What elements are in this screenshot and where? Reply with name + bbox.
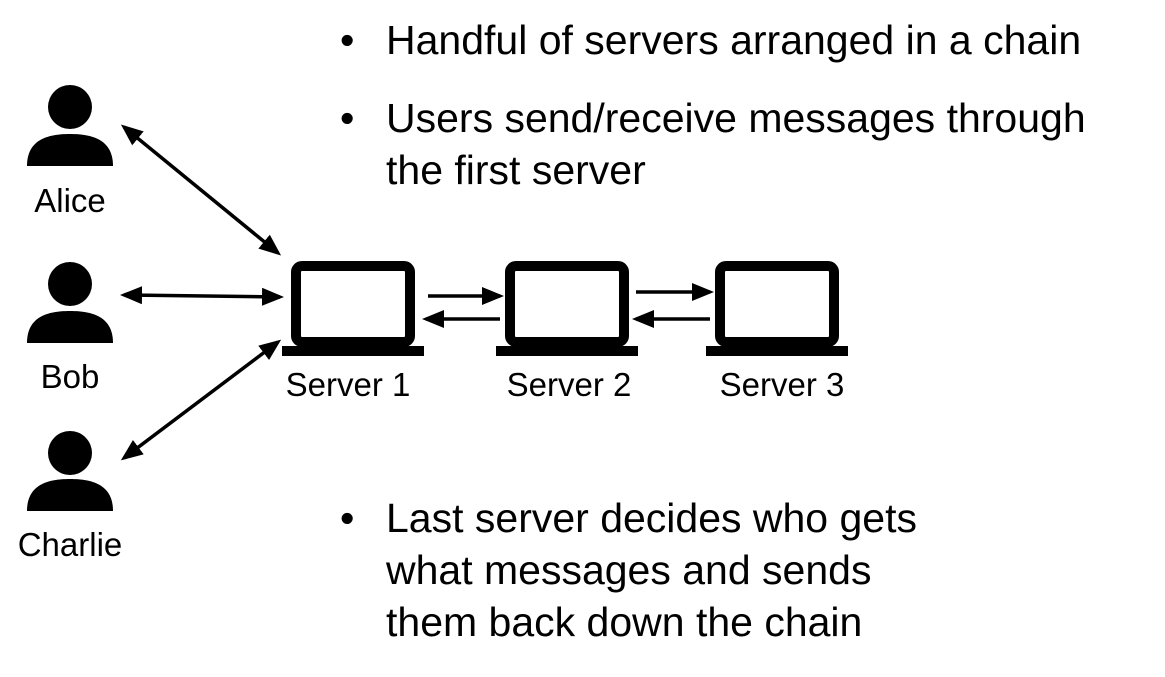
arrow-bob-server1 [120,286,284,306]
bullet-text: Users send/receive messages through the … [386,95,1086,193]
user-label-charlie: Charlie [17,526,123,563]
bullet-last-server: • Last server decides who gets what mess… [340,492,917,648]
person-icon-bob [27,262,113,343]
person-icon-alice [27,85,113,166]
user-label-bob: Bob [40,358,100,395]
bullet-servers-chain: • Handful of servers arranged in a chain [340,14,1081,66]
person-icon-charlie [27,431,113,511]
laptop-icon-server3 [706,261,848,356]
bullet-marker: • [340,95,355,141]
bullet-marker: • [340,495,355,541]
bullet-marker: • [340,17,355,63]
server-label-3: Server 3 [719,366,845,403]
server-label-1: Server 1 [285,366,411,403]
user-label-alice: Alice [34,182,106,219]
arrow-charlie-server1 [120,339,282,461]
bullet-text: Last server decides who gets what messag… [386,495,917,645]
laptop-icon-server2 [496,261,638,356]
laptop-icon-server1 [282,261,424,356]
bullet-users-first-server: • Users send/receive messages through th… [340,92,1086,196]
bullet-text: Handful of servers arranged in a chain [386,17,1082,63]
arrow-alice-server1 [120,124,282,256]
server-label-2: Server 2 [506,366,632,403]
